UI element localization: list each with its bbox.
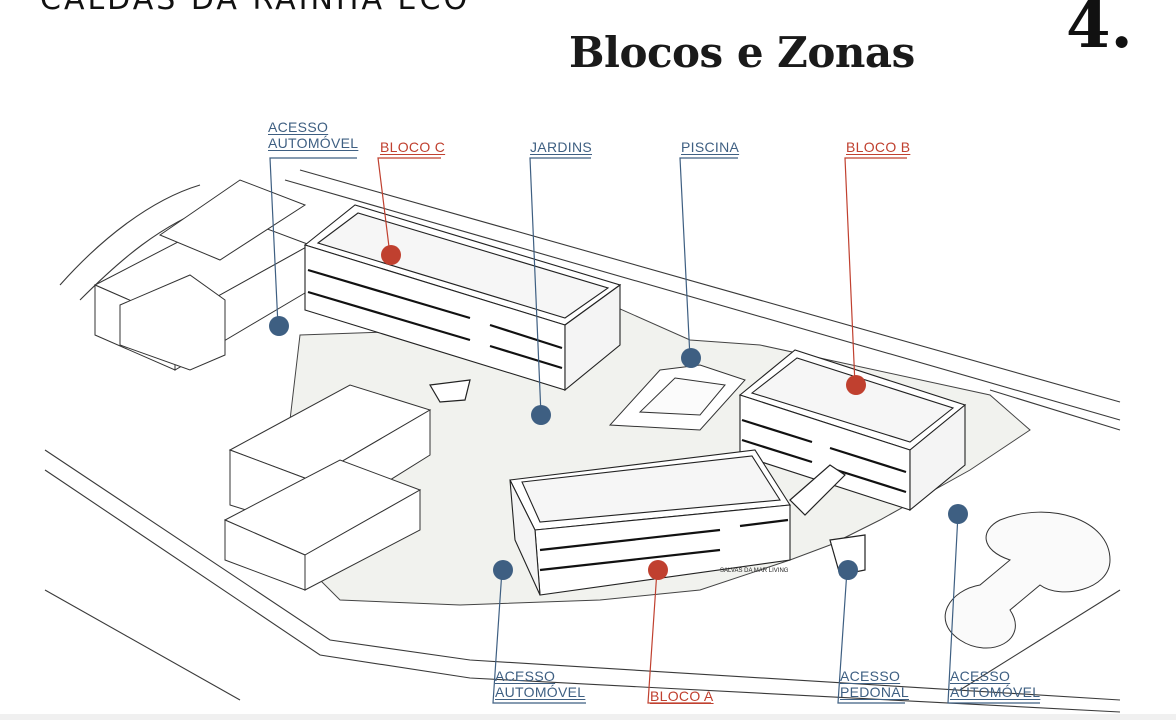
section-number: 4. — [1066, 0, 1133, 63]
leader-acesso-nw — [269, 157, 357, 327]
marker-acesso-pedonal — [838, 560, 858, 580]
cut-off-header-text: CALDAS DA RAINHA ECO — [40, 0, 470, 17]
label-bloco-a: BLOCO A — [650, 688, 714, 704]
label-jardins: JARDINS — [530, 139, 592, 155]
houses-nw — [93, 179, 312, 371]
pool — [608, 364, 746, 431]
label-acesso-automovel-nw: ACESSO AUTOMÓVEL — [268, 119, 359, 151]
leader-bloco-b — [844, 157, 907, 386]
marker-bloco-b — [846, 375, 866, 395]
marker-acesso-nw — [269, 316, 289, 336]
marker-piscina — [681, 348, 701, 368]
leader-lines — [269, 157, 1040, 704]
leader-jardins — [529, 157, 591, 416]
leader-acesso-pedonal — [837, 569, 905, 704]
leader-bloco-a — [647, 569, 711, 704]
cul-de-sac — [944, 511, 1111, 649]
marker-jardins — [531, 405, 551, 425]
bloco-a-sign: SALVAS DA MAR LIVING — [720, 568, 789, 574]
marker-acesso-sw — [493, 560, 513, 580]
marker-bloco-a — [648, 560, 668, 580]
leader-acesso-se — [947, 513, 1040, 704]
bottom-rule — [0, 714, 1176, 720]
label-acesso-automovel-se: ACESSO AUTOMÓVEL — [950, 668, 1041, 700]
houses-sw — [223, 384, 432, 591]
label-acesso-automovel-sw: ACESSO AUTOMÓVEL — [495, 668, 586, 700]
label-acesso-pedonal: ACESSO PEDONAL — [840, 668, 910, 700]
marker-bloco-c — [381, 245, 401, 265]
label-bloco-b: BLOCO B — [846, 139, 911, 155]
bloco-a-building — [509, 449, 791, 596]
leader-acesso-sw — [492, 569, 586, 704]
markers — [269, 245, 968, 580]
leader-bloco-c — [377, 157, 441, 256]
page-title: Blocos e Zonas — [569, 28, 915, 77]
roads — [44, 169, 1121, 713]
leader-piscina — [679, 157, 738, 359]
label-bloco-c: BLOCO C — [380, 139, 446, 155]
marker-acesso-se — [948, 504, 968, 524]
bloco-b-building — [738, 349, 967, 512]
label-piscina: PISCINA — [681, 139, 740, 155]
